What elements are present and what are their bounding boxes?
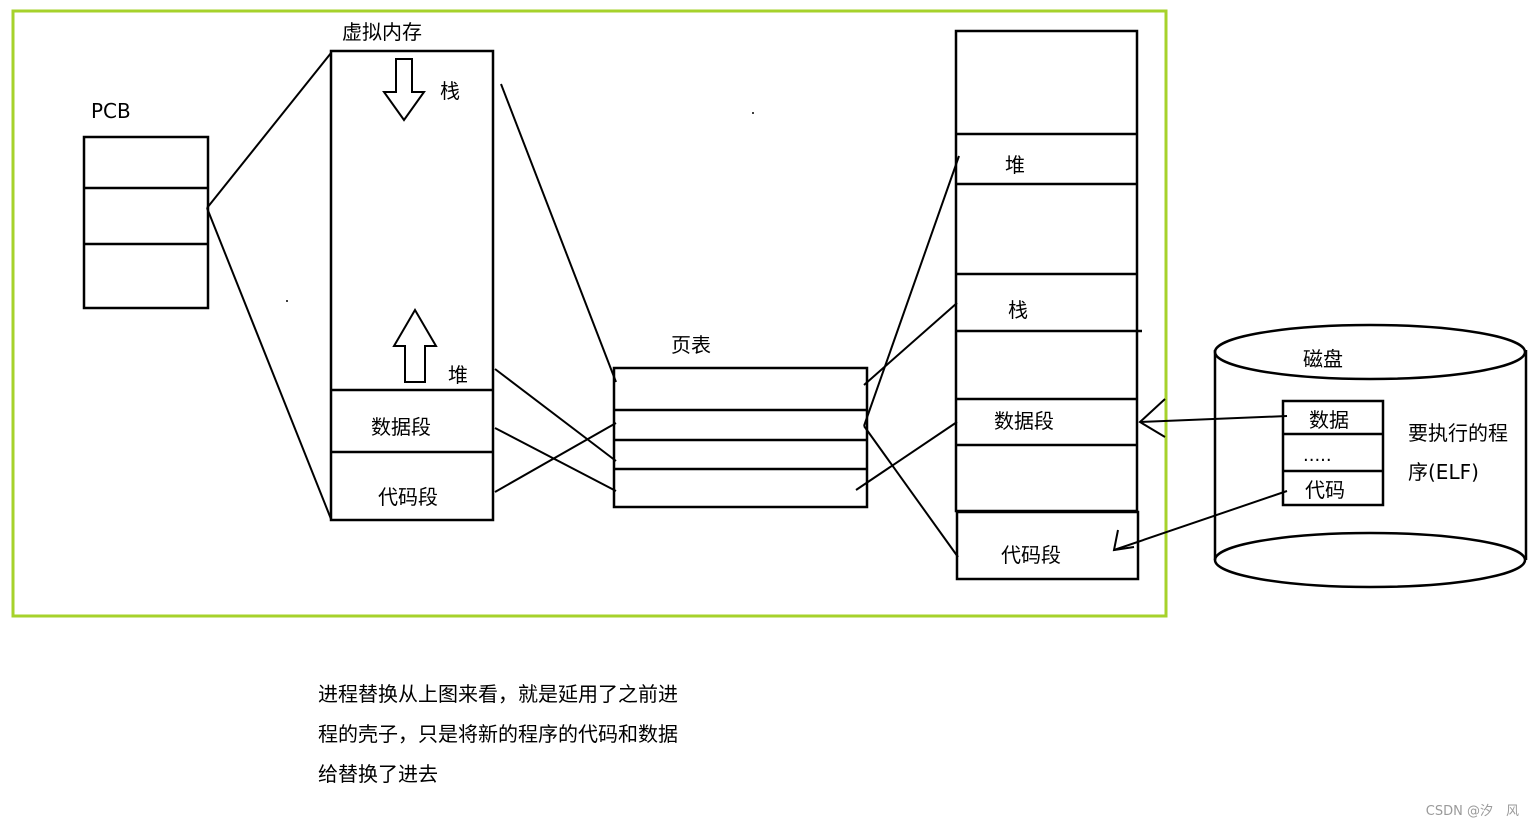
page-table-title: 页表 [671,333,711,357]
elf-data-row: 数据 [1309,408,1349,432]
virtual-memory-block: 虚拟内存 栈 堆 数据段 代码段 [329,20,495,522]
stack-grow-down-arrow-icon [382,58,426,122]
virtual-memory-title: 虚拟内存 [342,20,422,44]
data-load-arrowhead-icon [1138,398,1166,438]
heap-grow-up-arrow-icon [392,308,438,383]
code-load-arrowhead-icon [1112,529,1135,552]
disk-cylinder-body [1213,350,1528,560]
caption-line-2: 程的壳子，只是将新的程序的代码和数据 [318,722,678,746]
disk-cylinder-top [1213,323,1527,381]
disk-cylinder-bottom [1213,531,1527,589]
pcb-title: PCB [91,99,131,123]
watermark: CSDN @汐 风 [1425,804,1519,819]
pcb-to-virtual-memory-lines [206,52,332,520]
code-load-arrow [1113,490,1288,551]
elf-ellipsis-row: ..... [1303,445,1332,466]
caption-line-1: 进程替换从上图来看，就是延用了之前进 [318,682,678,706]
outer-frame [11,9,1168,618]
virtual-heap-label: 堆 [448,363,468,387]
program-label-line1: 要执行的程 [1408,421,1508,445]
physical-data-segment-label: 数据段 [994,409,1054,433]
virtual-code-segment-label: 代码段 [378,485,438,509]
elf-code-row: 代码 [1305,478,1345,502]
physical-code-segment-label: 代码段 [1001,543,1061,567]
data-load-arrow [1139,415,1288,423]
virtual-data-segment-label: 数据段 [371,415,431,439]
elf-file-box [1281,399,1385,507]
caption-text: 进程替换从上图来看，就是延用了之前进 程的壳子，只是将新的程序的代码和数据 给替… [318,674,738,794]
virtual-to-page-table-lines [494,83,617,493]
program-label-line2: 序(ELF) [1408,460,1479,484]
physical-stack-label: 栈 [1008,298,1028,322]
pcb-block: PCB [82,99,210,310]
physical-memory-block: 堆 栈 数据段 代码段 [954,29,1142,581]
physical-heap-label: 堆 [1005,153,1025,177]
disk-to-memory-arrows [1112,398,1288,552]
page-table-to-physical-lines [855,155,960,558]
virtual-stack-label: 栈 [440,79,460,103]
disk-block: 磁盘 数据 ..... 代码 要执行的程 序(ELF) [1213,323,1528,589]
caption-line-3: 给替换了进去 [318,762,438,786]
disk-title: 磁盘 [1303,347,1343,371]
page-table-block: 页表 [612,333,869,509]
